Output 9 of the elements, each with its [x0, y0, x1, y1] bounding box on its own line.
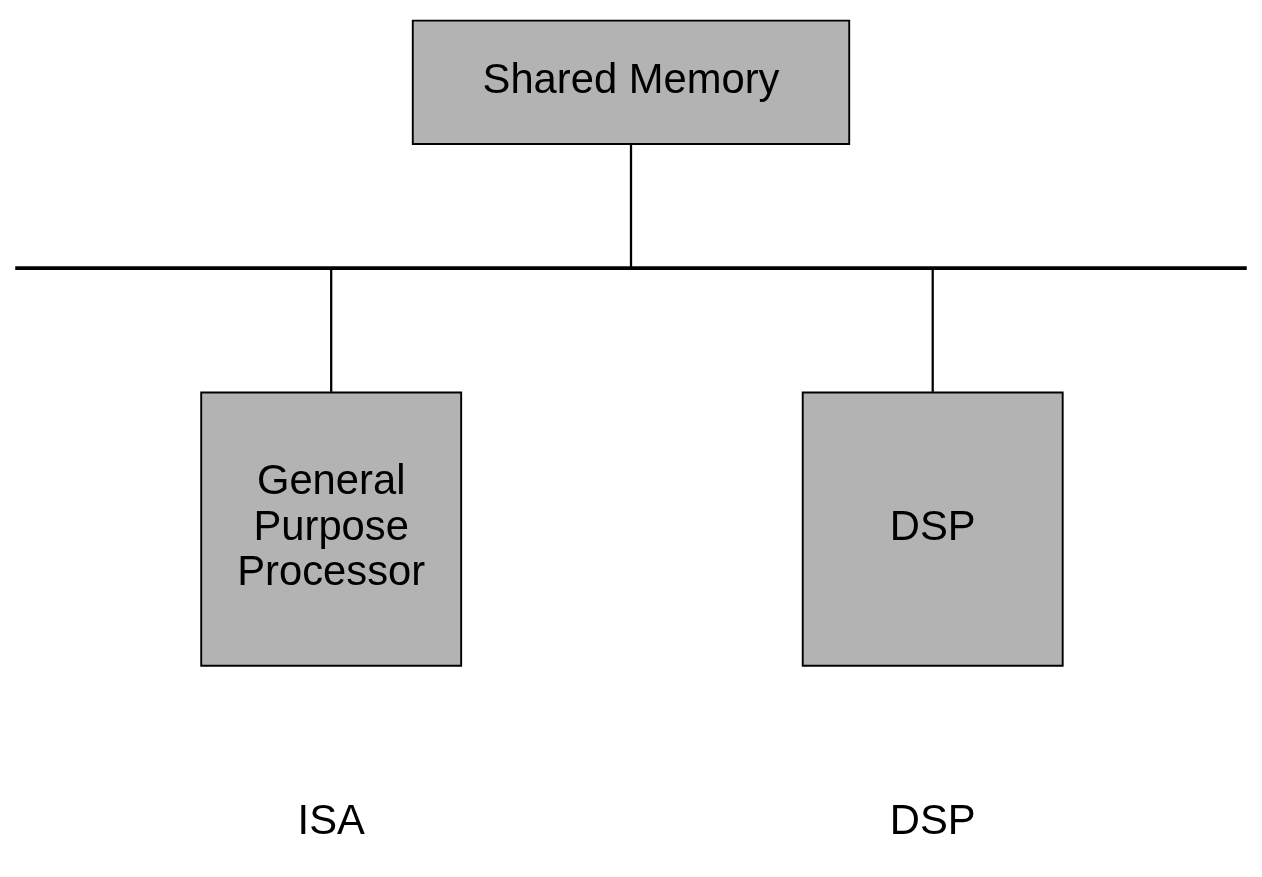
node-bar: [15, 265, 1247, 270]
node-label: DSP: [889, 795, 976, 843]
node-box: Shared Memory: [411, 19, 851, 145]
node-label: ISA: [297, 795, 365, 843]
connector: [330, 269, 333, 392]
connector: [931, 269, 934, 392]
connector: [629, 143, 633, 267]
node-box: DSP: [801, 391, 1064, 667]
node-box: General Purpose Processor: [200, 391, 463, 667]
